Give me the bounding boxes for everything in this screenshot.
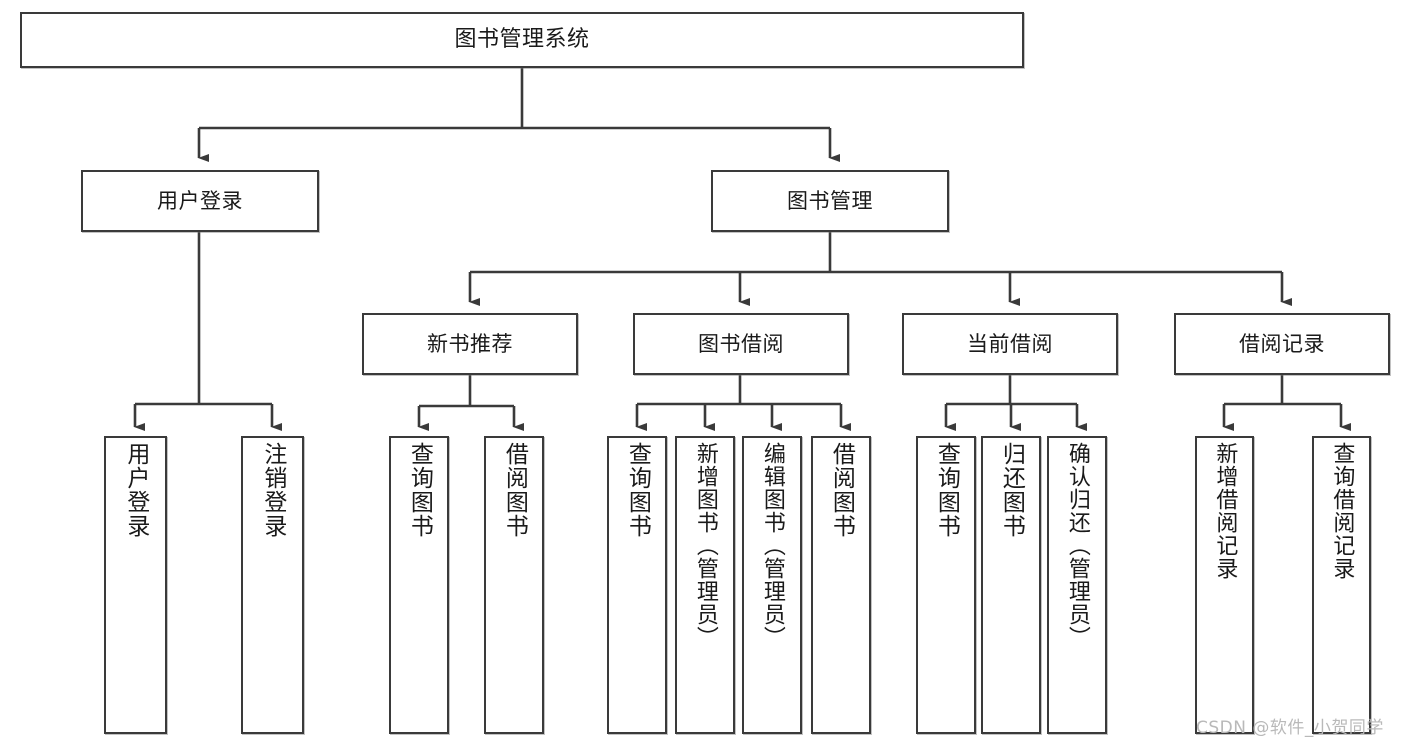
node-user-login[interactable]: 用户登录 (81, 170, 319, 232)
node-book-management[interactable]: 图书管理 (711, 170, 949, 232)
node-label: 用户登录 (122, 442, 149, 538)
node-label: 新书推荐 (427, 331, 513, 356)
leaf-current-borrow-query-book[interactable]: 查询图书 (916, 436, 976, 734)
leaf-borrow-record-add-record[interactable]: 新增借阅记录 (1195, 436, 1254, 734)
node-label: 查询图书 (406, 442, 433, 538)
leaf-current-borrow-confirm-return-admin[interactable]: 确认归还（管理员） (1047, 436, 1107, 734)
node-label: 编辑图书（管理员） (759, 442, 785, 649)
leaf-borrow-record-query-record[interactable]: 查询借阅记录 (1312, 436, 1371, 734)
node-current-borrow[interactable]: 当前借阅 (902, 313, 1118, 375)
node-label: 图书管理系统 (454, 27, 590, 53)
node-label: 借阅图书 (501, 442, 528, 538)
leaf-user-login-logout[interactable]: 注销登录 (241, 436, 304, 734)
node-label: 归还图书 (998, 442, 1025, 538)
node-label: 查询图书 (933, 442, 960, 538)
node-label: 图书管理 (787, 188, 873, 213)
node-label: 新增图书（管理员） (692, 442, 718, 649)
csdn-watermark: CSDN @软件_小贺同学 (1196, 718, 1384, 738)
node-borrow-record[interactable]: 借阅记录 (1174, 313, 1390, 375)
node-label: 借阅图书 (828, 442, 855, 538)
node-label: 新增借阅记录 (1212, 442, 1238, 580)
node-label: 图书借阅 (698, 331, 784, 356)
leaf-book-borrow-edit-book-admin[interactable]: 编辑图书（管理员） (742, 436, 802, 734)
node-root-book-management-system[interactable]: 图书管理系统 (20, 12, 1024, 68)
leaf-book-borrow-borrow-book[interactable]: 借阅图书 (811, 436, 871, 734)
leaf-book-borrow-add-book-admin[interactable]: 新增图书（管理员） (675, 436, 735, 734)
node-book-borrow[interactable]: 图书借阅 (633, 313, 849, 375)
node-label: 当前借阅 (967, 331, 1053, 356)
node-label: 注销登录 (259, 442, 286, 538)
leaf-new-book-query-book[interactable]: 查询图书 (389, 436, 449, 734)
leaf-current-borrow-return-book[interactable]: 归还图书 (981, 436, 1041, 734)
leaf-book-borrow-query-book[interactable]: 查询图书 (607, 436, 667, 734)
leaf-new-book-borrow-book[interactable]: 借阅图书 (484, 436, 544, 734)
leaf-user-login-login[interactable]: 用户登录 (104, 436, 167, 734)
node-label: 确认归还（管理员） (1064, 442, 1090, 649)
node-label: 查询借阅记录 (1329, 442, 1355, 580)
node-label: 借阅记录 (1239, 331, 1325, 356)
node-label: 用户登录 (157, 188, 243, 213)
node-label: 查询图书 (624, 442, 651, 538)
node-new-book-recommend[interactable]: 新书推荐 (362, 313, 578, 375)
